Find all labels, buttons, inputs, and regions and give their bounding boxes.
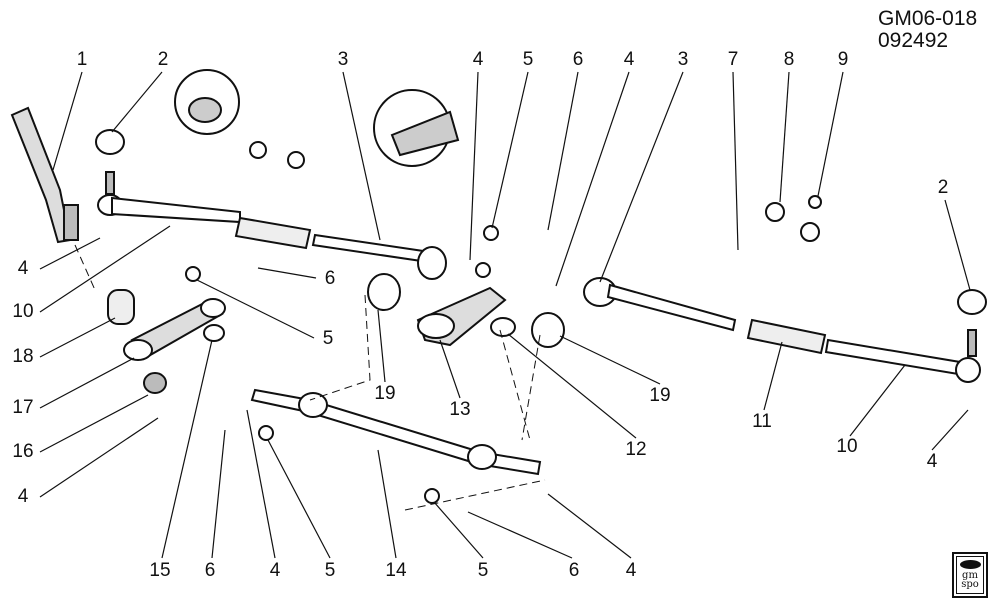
callout-7: 7 <box>727 49 739 70</box>
relay-rod <box>250 388 542 476</box>
drawing-code: GM06-018 092492 <box>878 8 977 52</box>
callout-4: 4 <box>625 560 637 581</box>
bushing-12 <box>490 317 516 337</box>
callout-5: 5 <box>522 49 534 70</box>
callout-6: 6 <box>204 560 216 581</box>
callout-5: 5 <box>477 560 489 581</box>
callout-10: 10 <box>836 436 858 457</box>
pitman-arm-stud <box>63 204 79 241</box>
callout-4: 4 <box>623 49 635 70</box>
callout-6: 6 <box>572 49 584 70</box>
callout-18: 18 <box>12 346 34 367</box>
callout-4: 4 <box>269 560 281 581</box>
callout-3: 3 <box>677 49 689 70</box>
pitman-arm <box>10 106 72 244</box>
callout-2: 2 <box>157 49 169 70</box>
callout-17: 17 <box>12 397 34 418</box>
bushing-18 <box>107 289 135 325</box>
callout-4: 4 <box>17 258 29 279</box>
callout-14: 14 <box>385 560 407 581</box>
callout-8: 8 <box>783 49 795 70</box>
callout-6: 6 <box>568 560 580 581</box>
callout-5: 5 <box>324 560 336 581</box>
drawing-number: GM06-018 <box>878 7 978 30</box>
callout-5: 5 <box>322 328 334 349</box>
callout-13: 13 <box>449 399 471 420</box>
callout-6: 6 <box>324 268 336 289</box>
callout-4: 4 <box>472 49 484 70</box>
boot-2 <box>95 129 125 155</box>
callout-2: 2 <box>937 177 949 198</box>
callout-11: 11 <box>752 411 772 432</box>
tie-rod-end-left <box>111 196 241 224</box>
callout-10: 10 <box>12 301 34 322</box>
bushing-19-right <box>531 312 565 348</box>
tie-rod-inner-left <box>311 233 432 264</box>
drawing-date: 092492 <box>878 29 949 52</box>
tie-rod-inner-right <box>606 283 737 332</box>
callout-12: 12 <box>625 439 647 460</box>
callout-19: 19 <box>649 385 671 406</box>
callout-4: 4 <box>17 486 29 507</box>
tie-rod-end-right <box>824 338 962 376</box>
adjuster-sleeve-left <box>234 216 312 250</box>
callout-15: 15 <box>149 560 171 581</box>
callout-4: 4 <box>926 451 938 472</box>
callout-3: 3 <box>337 49 349 70</box>
boot-2-right <box>957 289 987 315</box>
callout-16: 16 <box>12 441 34 462</box>
callout-19: 19 <box>374 383 396 404</box>
callout-1: 1 <box>76 49 88 70</box>
callout-9: 9 <box>837 49 849 70</box>
adjuster-sleeve-right <box>746 318 827 355</box>
bushing-19-left <box>367 273 401 311</box>
